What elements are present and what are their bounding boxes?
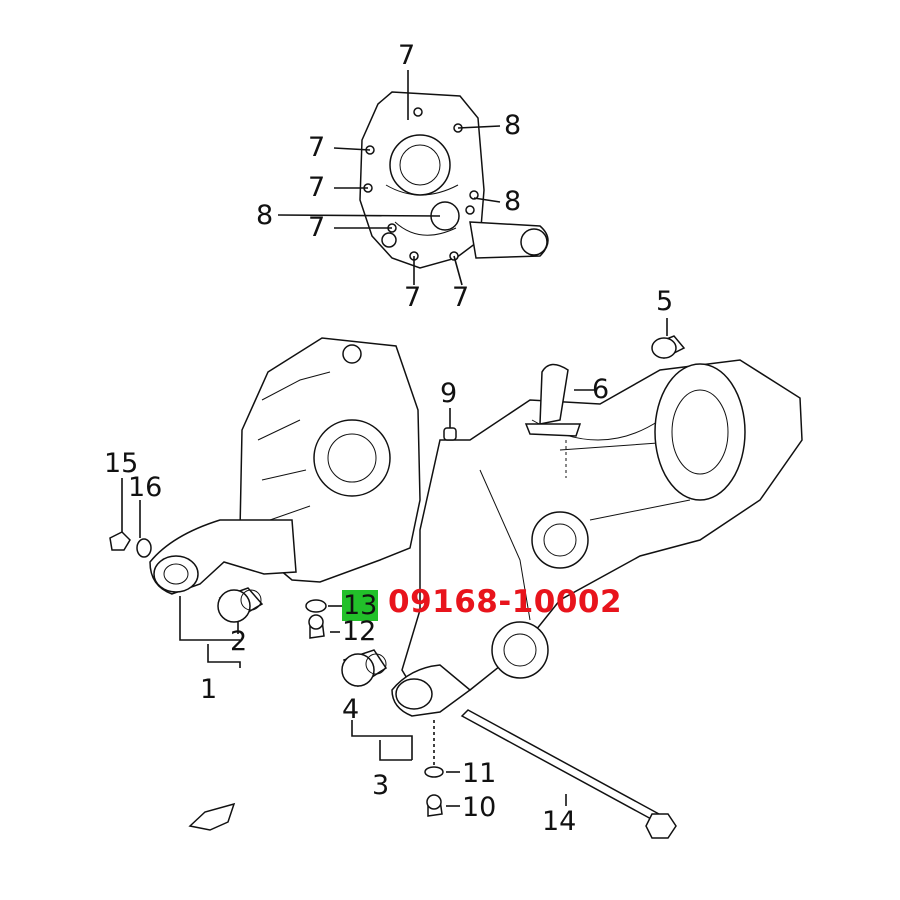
callout-12: 12 [342, 616, 377, 647]
callout-11: 11 [462, 758, 497, 789]
callout-8-upper: 8 [504, 110, 522, 141]
callout-14: 14 [542, 806, 577, 837]
dowel-pin-9 [443, 408, 457, 441]
callout-13: 13 [342, 590, 379, 621]
callout-15: 15 [104, 448, 139, 479]
callout-6: 6 [592, 374, 610, 405]
part-number-label: 09168-10002 [388, 584, 623, 620]
nut-15-washer-16 [109, 478, 152, 558]
callout-7-left-3: 7 [308, 212, 326, 243]
callout-1: 1 [200, 674, 218, 705]
callout-7-left-1: 7 [308, 132, 326, 163]
crankcase-cover-inset [277, 70, 549, 286]
washer-13-bolt-12 [305, 599, 342, 639]
washer-11-bolt-10 [424, 720, 460, 817]
callout-10: 10 [462, 792, 497, 823]
front-direction-arrow [188, 802, 236, 831]
bushing-2 [217, 587, 264, 634]
callout-7-top: 7 [398, 40, 416, 71]
callout-8-right: 8 [504, 186, 522, 217]
callout-2: 2 [230, 626, 248, 657]
bushing-4 [341, 649, 413, 761]
callout-7-bottom-2: 7 [452, 282, 470, 313]
callout-7-left-2: 7 [308, 172, 326, 203]
bracket-1-leaders [179, 596, 241, 668]
pivot-bolt-14 [460, 709, 677, 839]
callout-4: 4 [342, 694, 360, 725]
callout-9: 9 [440, 378, 458, 409]
callout-3: 3 [372, 770, 390, 801]
callout-8-left: 8 [256, 200, 274, 231]
callout-7-bottom-1: 7 [404, 282, 422, 313]
right-crankcase [391, 359, 803, 717]
left-crankcase [149, 337, 421, 595]
callout-16: 16 [128, 472, 163, 503]
bushing-5 [651, 318, 686, 359]
callout-13-highlight: 13 [342, 590, 379, 621]
breather-tube-6 [524, 363, 594, 478]
callout-5: 5 [656, 286, 674, 317]
